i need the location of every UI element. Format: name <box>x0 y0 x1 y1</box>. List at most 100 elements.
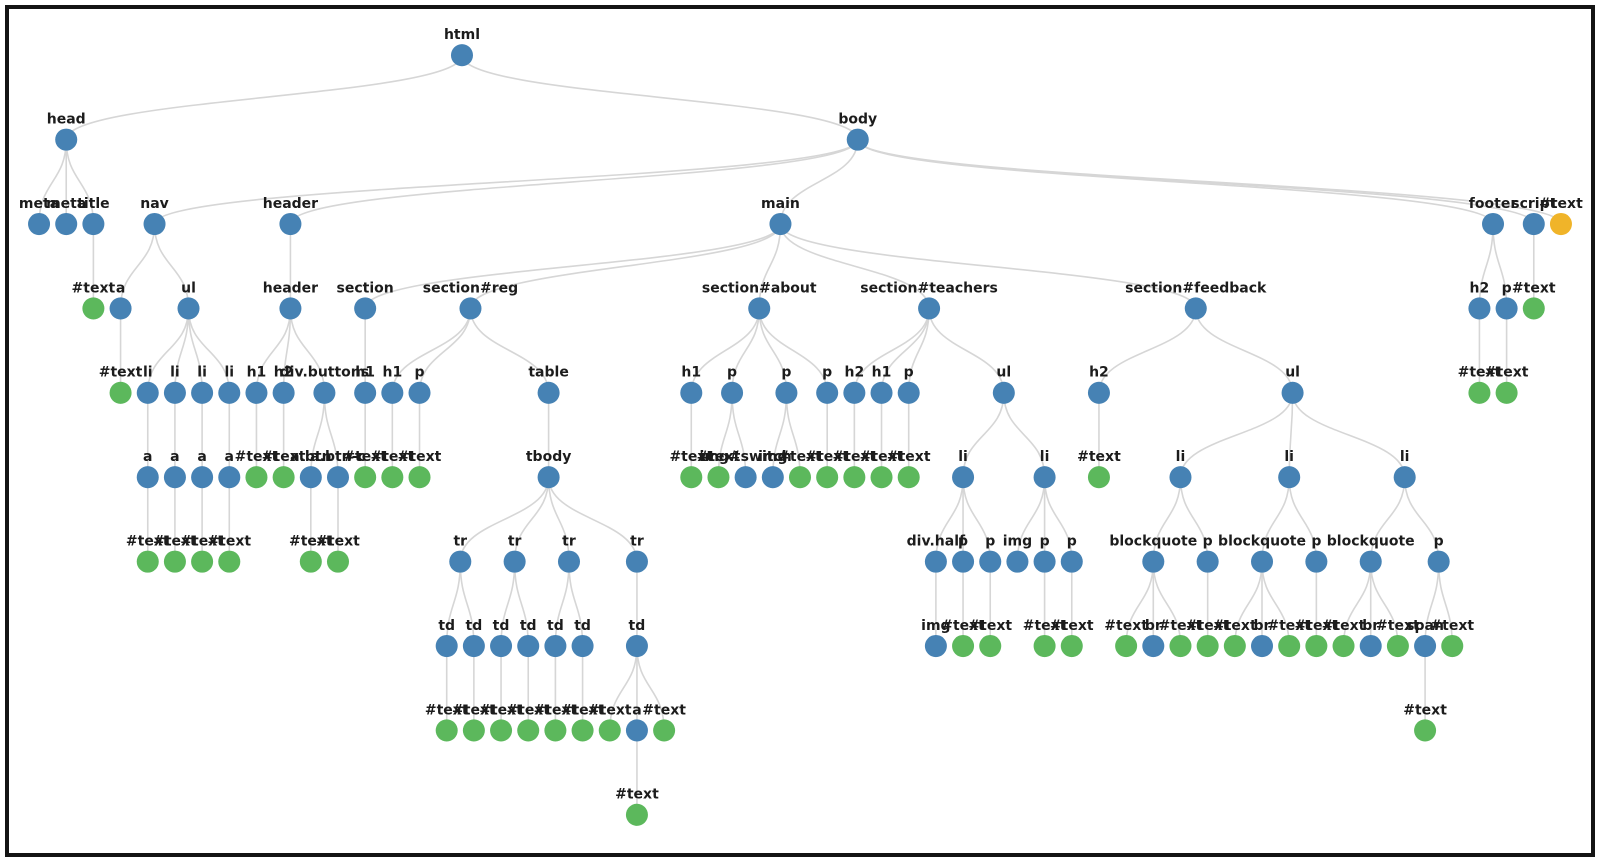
tree-node-h2[interactable] <box>843 381 866 404</box>
tree-node-meta[interactable] <box>55 212 78 236</box>
tree-node-section-about[interactable] <box>748 297 771 320</box>
tree-node-text[interactable] <box>544 719 567 742</box>
tree-node-td[interactable] <box>517 634 540 658</box>
tree-node-text[interactable] <box>870 466 893 489</box>
tree-node-h1[interactable] <box>381 381 404 404</box>
tree-node-text[interactable] <box>1033 634 1056 658</box>
tree-node-text[interactable] <box>598 719 621 742</box>
tree-node-text[interactable] <box>191 550 214 573</box>
tree-node-section-feedback[interactable] <box>1184 297 1207 320</box>
tree-node-text[interactable] <box>707 466 730 489</box>
tree-node-a[interactable] <box>191 466 214 489</box>
tree-node-text[interactable] <box>1115 634 1138 658</box>
tree-node-tbody[interactable] <box>537 466 560 489</box>
tree-node-h2[interactable] <box>1468 297 1491 320</box>
tree-node-text[interactable] <box>1169 634 1192 658</box>
tree-node-tr[interactable] <box>557 550 581 573</box>
tree-node-a[interactable] <box>625 719 648 742</box>
tree-node-p[interactable] <box>897 381 920 404</box>
tree-node-a[interactable] <box>109 297 132 320</box>
tree-node-text[interactable] <box>1196 634 1219 658</box>
tree-node-td[interactable] <box>544 634 567 658</box>
tree-node-text[interactable] <box>1060 634 1083 658</box>
tree-node-a[interactable] <box>136 466 159 489</box>
tree-node-text[interactable] <box>245 466 268 489</box>
tree-node-h1[interactable] <box>354 381 377 404</box>
tree-node-text[interactable] <box>1278 634 1301 658</box>
tree-node-section[interactable] <box>354 297 377 320</box>
tree-node-br[interactable] <box>1142 634 1165 658</box>
tree-node-body[interactable] <box>846 128 869 151</box>
tree-node-div-half[interactable] <box>924 550 947 573</box>
tree-node-div-buttons[interactable] <box>313 381 336 404</box>
tree-node-header[interactable] <box>279 297 302 320</box>
tree-node-h1[interactable] <box>245 381 268 404</box>
tree-node-text[interactable] <box>571 719 594 742</box>
tree-node-text[interactable] <box>408 466 431 489</box>
tree-node-tr[interactable] <box>503 550 526 573</box>
tree-node-li[interactable] <box>163 381 186 404</box>
tree-node-h2[interactable] <box>272 381 295 404</box>
tree-node-html[interactable] <box>450 44 473 67</box>
tree-node-text[interactable] <box>462 719 485 742</box>
tree-node-a-btn[interactable] <box>299 466 322 489</box>
tree-node-a[interactable] <box>163 466 186 489</box>
tree-node-text[interactable] <box>1549 212 1572 236</box>
tree-node-br[interactable] <box>1250 634 1274 658</box>
tree-node-li[interactable] <box>136 381 159 404</box>
tree-node-ul[interactable] <box>1281 381 1304 404</box>
tree-node-text[interactable] <box>299 550 322 573</box>
tree-node-text[interactable] <box>163 550 186 573</box>
tree-node-li[interactable] <box>218 381 241 404</box>
tree-node-ul[interactable] <box>177 297 200 320</box>
tree-node-p[interactable] <box>408 381 431 404</box>
tree-node-text[interactable] <box>490 719 513 742</box>
tree-node-head[interactable] <box>55 128 78 151</box>
tree-node-p[interactable] <box>721 381 744 404</box>
tree-node-text[interactable] <box>1414 719 1437 742</box>
tree-node-p[interactable] <box>1427 550 1450 573</box>
tree-node-footer[interactable] <box>1482 212 1505 236</box>
tree-node-a[interactable] <box>218 466 241 489</box>
tree-node-img-switch[interactable] <box>734 466 757 489</box>
tree-node-script[interactable] <box>1522 212 1545 236</box>
tree-node-td[interactable] <box>435 634 458 658</box>
tree-node-h2[interactable] <box>1087 381 1110 404</box>
tree-node-text[interactable] <box>326 550 350 573</box>
tree-node-li[interactable] <box>1169 466 1192 489</box>
tree-node-text[interactable] <box>82 297 105 320</box>
tree-node-blockquote[interactable] <box>1250 550 1274 573</box>
tree-node-text[interactable] <box>680 466 703 489</box>
tree-node-text[interactable] <box>897 466 920 489</box>
tree-node-p[interactable] <box>952 550 975 573</box>
tree-node-text[interactable] <box>435 719 458 742</box>
tree-node-text[interactable] <box>272 466 295 489</box>
tree-node-text[interactable] <box>625 803 648 826</box>
tree-node-text[interactable] <box>1495 381 1518 404</box>
tree-node-blockquote[interactable] <box>1142 550 1165 573</box>
tree-node-td[interactable] <box>490 634 513 658</box>
tree-node-text[interactable] <box>517 719 540 742</box>
tree-node-text[interactable] <box>1305 634 1328 658</box>
tree-node-text[interactable] <box>109 381 132 404</box>
tree-node-section-teachers[interactable] <box>918 297 941 320</box>
tree-node-td[interactable] <box>571 634 594 658</box>
tree-node-text[interactable] <box>952 634 975 658</box>
tree-node-ul[interactable] <box>992 381 1015 404</box>
tree-node-text[interactable] <box>1223 634 1246 658</box>
tree-node-title[interactable] <box>82 212 105 236</box>
tree-node-span[interactable] <box>1414 634 1437 658</box>
tree-node-text[interactable] <box>1332 634 1355 658</box>
tree-node-text[interactable] <box>1087 466 1110 489</box>
tree-node-text[interactable] <box>1386 634 1409 658</box>
tree-node-br[interactable] <box>1359 634 1382 658</box>
tree-node-a-btn-c[interactable] <box>326 466 350 489</box>
tree-node-p[interactable] <box>775 381 798 404</box>
tree-node-meta[interactable] <box>28 212 51 236</box>
tree-node-text[interactable] <box>381 466 404 489</box>
tree-node-text[interactable] <box>1441 634 1464 658</box>
tree-node-td[interactable] <box>462 634 485 658</box>
tree-node-img[interactable] <box>924 634 947 658</box>
tree-node-tr[interactable] <box>449 550 472 573</box>
tree-node-h1[interactable] <box>680 381 703 404</box>
